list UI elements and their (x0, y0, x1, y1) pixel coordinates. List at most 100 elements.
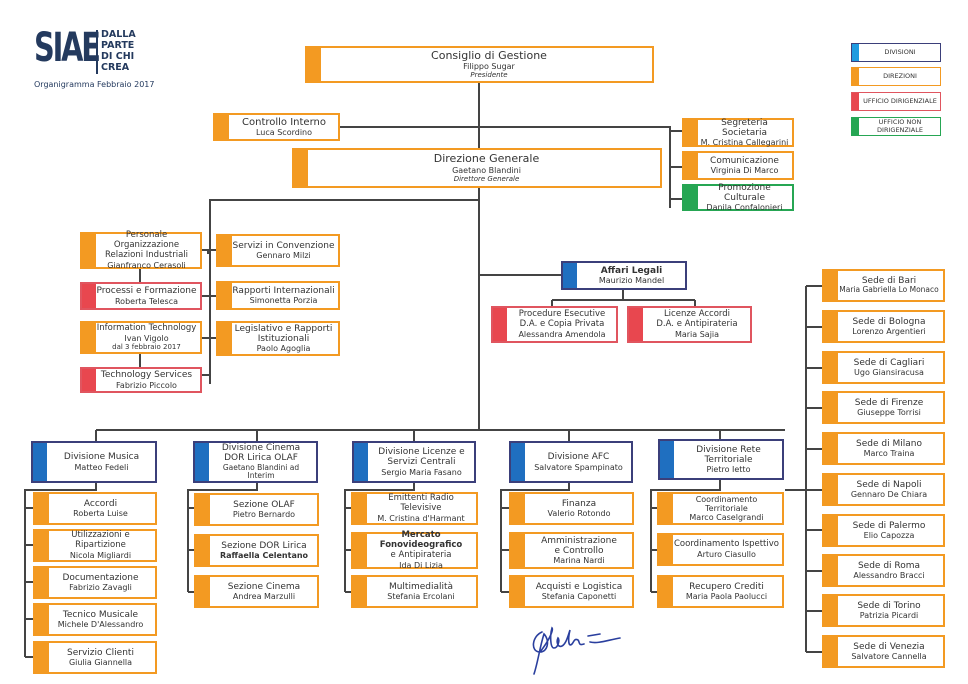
box-sede-palermo[interactable]: Sede di Palermo Elio Capozza (822, 514, 945, 547)
box-title: Sede di Cagliari (853, 357, 925, 368)
box-controllo-interno[interactable]: Controllo Interno Luca Scordino (213, 113, 340, 141)
box-title: Comunicazione (710, 155, 779, 166)
box-title: Personale Organizzazione (113, 230, 180, 251)
box-person: Alessandro Bracci (853, 571, 925, 581)
tagline-line: PARTE (101, 40, 135, 51)
box-sede-napoli[interactable]: Sede di Napoli Gennaro De Chiara (822, 473, 945, 506)
box-title: Sede di Palermo (852, 520, 926, 531)
licenze-units-line (344, 483, 415, 593)
box-amministrazione-controllo[interactable]: Amministrazione e Controllo Marina Nardi (509, 532, 634, 569)
box-sede-torino[interactable]: Sede di Torino Patrizia Picardi (822, 594, 945, 627)
box-emittenti-radio[interactable]: Emittenti Radio Televisive M. Cristina d… (351, 492, 478, 525)
box-title: Direzione Generale (433, 152, 540, 166)
rete-units-line (650, 480, 721, 593)
box-person: Alessandra Amendola (518, 329, 606, 339)
box-title: Divisione AFC (547, 452, 610, 463)
box-coordinamento-ispettivo[interactable]: Coordinamento Ispettivo Arturo Ciasullo (657, 533, 784, 566)
box-person: Paolo Agoglia (256, 344, 311, 354)
box-comunicazione[interactable]: Comunicazione Virginia Di Marco (682, 151, 794, 180)
box-divisione-musica[interactable]: Divisione Musica Matteo Fedeli (31, 441, 157, 483)
box-person: Roberta Luise (73, 509, 128, 519)
box-person: Marina Nardi (553, 556, 605, 566)
box-person: Ugo Giansiracusa (854, 368, 924, 378)
box-title: Acquisti e Logistica (535, 581, 623, 592)
box-segreteria-societaria[interactable]: Segreteria Societaria M. Cristina Calleg… (682, 118, 794, 147)
box-title: Promozione Culturale (718, 182, 771, 203)
box-utilizzazioni[interactable]: Utilizzazioni e Ripartizione Nicola Migl… (33, 529, 157, 562)
legend-label: UFFICIO DIRIGENZIALE (863, 96, 937, 105)
box-divisione-afc[interactable]: Divisione AFC Salvatore Spampinato (509, 441, 633, 483)
box-sede-cagliari[interactable]: Sede di Cagliari Ugo Giansiracusa (822, 351, 945, 384)
box-person: M. Cristina d'Harmant (377, 513, 465, 523)
box-sezione-dor-lirica[interactable]: Sezione DOR Lirica Raffaella Celentano (194, 534, 319, 567)
box-person: Ivan Vigolo (124, 333, 169, 343)
box-person: Stefania Caponetti (541, 592, 617, 602)
box-title: Technology Services (100, 370, 193, 381)
box-title: Servizi Centrali (387, 457, 456, 468)
box-documentazione[interactable]: Documentazione Fabrizio Zavagli (33, 566, 157, 599)
box-title: Coordinamento Ispettivo (674, 539, 779, 550)
box-personale-organizzazione[interactable]: Personale Organizzazione Relazioni Indus… (80, 230, 202, 270)
box-title: Sede di Firenze (854, 397, 924, 408)
box-person: Danila Confalonieri (706, 203, 783, 213)
box-title: Sezione Cinema (227, 581, 301, 592)
box-divisione-rete[interactable]: Divisione Rete Territoriale Pietro Ietto (658, 439, 784, 480)
box-multimedialita[interactable]: Multimedialità Stefania Ercolani (351, 575, 478, 608)
box-sede-milano[interactable]: Sede di Milano Marco Traina (822, 432, 945, 465)
box-title: Multimedialità (388, 581, 454, 592)
box-divisione-licenze[interactable]: Divisione Licenze e Servizi Centrali Ser… (352, 441, 476, 483)
box-licenze-accordi[interactable]: Licenze Accordi D.A. e Antipirateria Mar… (627, 306, 752, 343)
box-servizi-convenzione[interactable]: Servizi in Convenzione Gennaro Milzi (216, 234, 340, 267)
box-person: Nicola Migliardi (69, 550, 132, 560)
box-consiglio-di-gestione[interactable]: Consiglio di Gestione Filippo Sugar Pres… (305, 46, 654, 83)
box-promozione-culturale[interactable]: Promozione Culturale Danila Confalonieri (682, 182, 794, 213)
box-sede-firenze[interactable]: Sede di Firenze Giuseppe Torrisi (822, 391, 945, 424)
box-title: Utilizzazioni e Ripartizione (71, 530, 130, 550)
box-title: Accordi (83, 498, 118, 509)
box-title: DOR Lirica OLAF (224, 453, 298, 464)
box-technology-services[interactable]: Technology Services Fabrizio Piccolo (80, 367, 202, 393)
box-sede-bari[interactable]: Sede di Bari Maria Gabriella Lo Monaco (822, 269, 945, 302)
box-processi-formazione[interactable]: Processi e Formazione Roberta Telesca (80, 282, 202, 310)
box-tecnico-musicale[interactable]: Tecnico Musicale Michele D'Alessandro (33, 603, 157, 636)
box-procedure-esecutive[interactable]: Procedure Esecutive D.A. e Copia Privata… (491, 306, 618, 343)
box-sezione-cinema[interactable]: Sezione Cinema Andrea Marzulli (194, 575, 319, 608)
box-acquisti-logistica[interactable]: Acquisti e Logistica Stefania Caponetti (509, 575, 634, 608)
box-person: Gennaro De Chiara (850, 490, 928, 500)
sedi-line (785, 285, 822, 653)
box-person: Matteo Fedeli (74, 462, 129, 472)
box-affari-legali[interactable]: Affari Legali Maurizio Mandel (561, 261, 687, 290)
staff-line (340, 126, 682, 208)
box-person: Pietro Ietto (706, 465, 751, 475)
box-direzione-generale[interactable]: Direzione Generale Gaetano Blandini Dire… (292, 148, 662, 188)
box-mercato-fonovideografico[interactable]: Mercato Fonovideografico e Antipirateria… (351, 530, 478, 570)
box-person: Maria Paola Paolucci (685, 592, 768, 602)
box-sede-bologna[interactable]: Sede di Bologna Lorenzo Argentieri (822, 310, 945, 343)
box-information-technology[interactable]: Information Technology Ivan Vigolo dal 3… (80, 321, 202, 354)
box-divisione-cinema[interactable]: Divisione Cinema DOR Lirica OLAF Gaetano… (193, 441, 318, 483)
box-title: Sezione OLAF (233, 499, 295, 510)
box-legislativo-rapporti[interactable]: Legislativo e Rapporti Istituzionali Pao… (216, 321, 340, 356)
legend-direzioni: DIREZIONI (851, 67, 941, 86)
box-recupero-crediti[interactable]: Recupero Crediti Maria Paola Paolucci (657, 575, 784, 608)
box-accordi[interactable]: Accordi Roberta Luise (33, 492, 157, 525)
box-title: Sede di Milano (856, 438, 922, 449)
box-person: Andrea Marzulli (232, 592, 296, 602)
box-role: Direttore Generale (453, 174, 520, 183)
legend-label: DIVISIONI (884, 47, 916, 56)
box-person: Simonetta Porzia (249, 296, 318, 306)
box-title: Servizio Clienti (67, 647, 134, 658)
box-person: Maria Gabriella Lo Monaco (839, 285, 939, 295)
box-sede-roma[interactable]: Sede di Roma Alessandro Bracci (822, 554, 945, 587)
box-person: Roberta Telesca (114, 296, 179, 306)
box-coordinamento-territoriale[interactable]: Coordinamento Territoriale Marco Caselgr… (657, 492, 784, 525)
box-sezione-olaf[interactable]: Sezione OLAF Pietro Bernardo (194, 493, 319, 526)
box-sede-venezia[interactable]: Sede di Venezia Salvatore Cannella (822, 635, 945, 668)
box-title: Amministrazione (541, 535, 617, 546)
box-rapporti-internazionali[interactable]: Rapporti Internazionali Simonetta Porzia (216, 281, 340, 310)
box-title: Relazioni Industriali (104, 249, 189, 260)
box-title: Finanza (561, 498, 597, 509)
box-servizio-clienti[interactable]: Servizio Clienti Giulia Giannella (33, 641, 157, 674)
box-finanza[interactable]: Finanza Valerio Rotondo (509, 492, 634, 525)
